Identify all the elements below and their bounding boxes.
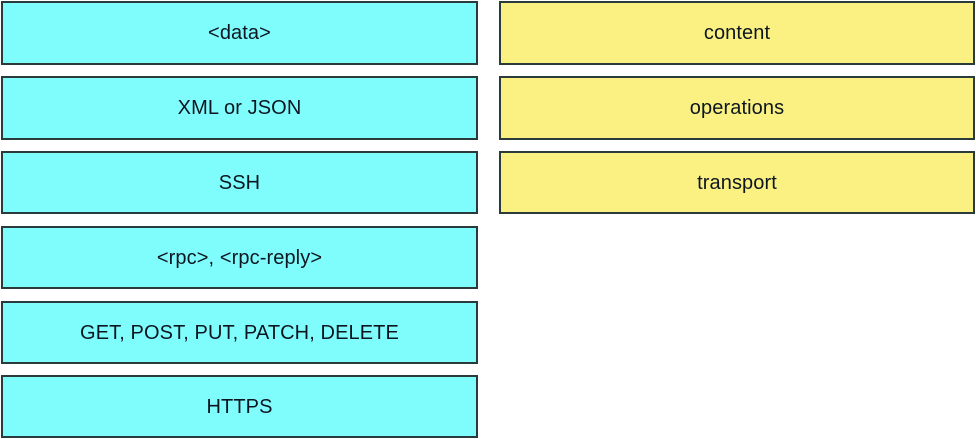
protocol-box-http-methods: GET, POST, PUT, PATCH, DELETE [1, 301, 478, 364]
protocol-box-encoding: XML or JSON [1, 76, 478, 140]
protocol-box-https: HTTPS [1, 375, 478, 438]
protocol-box-ssh: SSH [1, 151, 478, 214]
layer-box-transport: transport [499, 151, 975, 214]
protocol-box-rpc: <rpc>, <rpc-reply> [1, 226, 478, 289]
protocol-box-data: <data> [1, 1, 478, 65]
layer-box-operations: operations [499, 76, 975, 140]
layer-box-content: content [499, 1, 975, 65]
